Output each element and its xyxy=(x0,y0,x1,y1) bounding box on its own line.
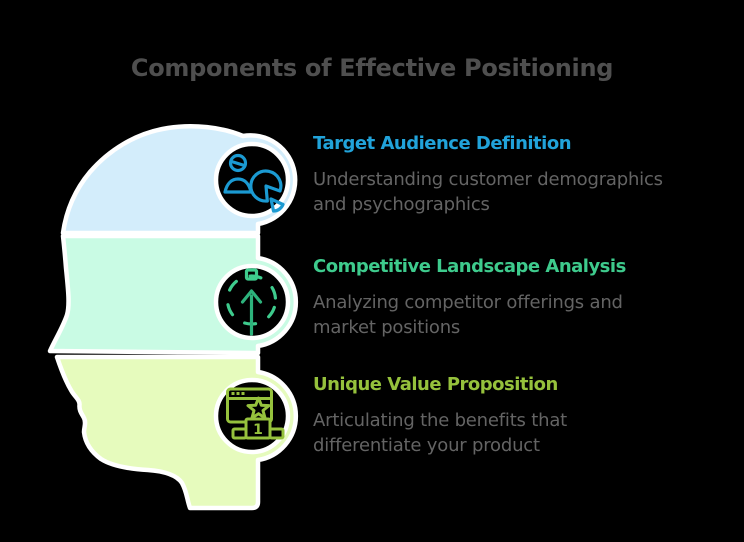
icon-badge-unique-value: 1 xyxy=(213,377,291,455)
icon-badge-competitive-landscape xyxy=(213,263,291,341)
icon-badge-target-audience xyxy=(213,141,291,219)
section-description: Understanding customer demographics and … xyxy=(313,169,663,215)
section-description: Analyzing competitor offerings and marke… xyxy=(313,292,623,338)
goal-arrow-icon xyxy=(225,268,278,336)
page-title: Components of Effective Positioning xyxy=(130,54,614,82)
section-description: Articulating the benefits that different… xyxy=(313,410,568,456)
section-unique-value: Unique Value Proposition Articulating th… xyxy=(313,374,733,458)
section-heading: Competitive Landscape Analysis xyxy=(313,256,626,277)
section-heading: Target Audience Definition xyxy=(313,133,572,154)
section-heading: Unique Value Proposition xyxy=(313,374,558,395)
podium-rank-label: 1 xyxy=(253,422,263,438)
winner-podium-icon: 1 xyxy=(226,387,285,440)
section-competitive-landscape: Competitive Landscape Analysis Analyzing… xyxy=(313,256,733,340)
section-target-audience: Target Audience Definition Understanding… xyxy=(313,133,733,217)
audience-pie-chart-icon xyxy=(223,153,285,213)
